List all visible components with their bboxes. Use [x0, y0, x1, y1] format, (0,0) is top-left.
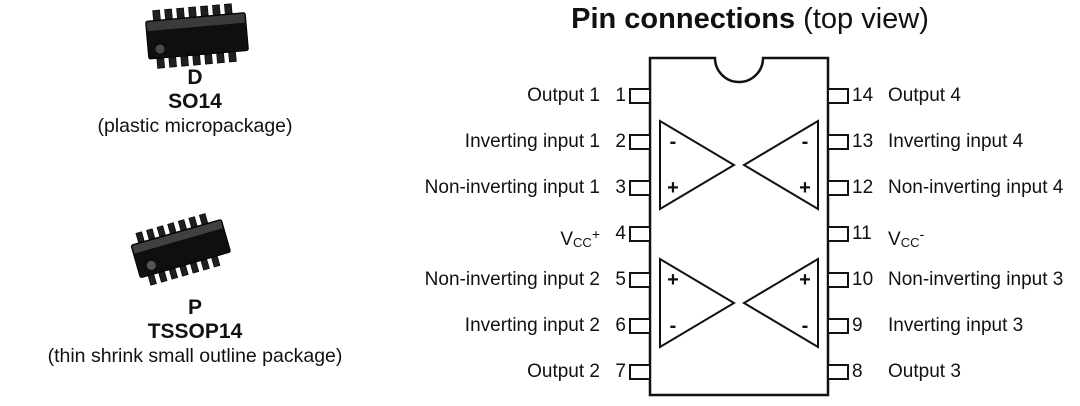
pin-9-label: Inverting input 3	[888, 315, 1024, 336]
pin-lead-14	[827, 88, 849, 104]
pin-5-label: Non-inverting input 2	[424, 269, 600, 290]
pin-lead-13	[827, 134, 849, 150]
op-amp-2-top-sign: +	[667, 269, 679, 291]
pin-lead-2	[629, 134, 651, 150]
pin-lead-4	[629, 226, 651, 242]
so14-package-image	[145, 3, 249, 69]
pin-6-label: Inverting input 2	[464, 315, 600, 336]
op-amp-2-symbol	[659, 257, 736, 349]
so14-description: (plastic micropackage)	[97, 115, 293, 137]
tssop14-description: (thin shrink small outline package)	[47, 345, 343, 367]
pin-12-number: 12	[852, 177, 874, 198]
op-amp-1-bottom-sign: +	[667, 177, 679, 199]
pin-8-label: Output 3	[888, 361, 961, 382]
pin-4-label: VCC+	[560, 226, 600, 250]
pin-lead-10	[827, 272, 849, 288]
so14-name: SO14	[168, 90, 222, 113]
tssop14-bottom-leads	[147, 254, 221, 286]
pin-11-label: VCC-	[888, 226, 925, 250]
pin-lead-3	[629, 180, 651, 196]
tssop14-name: TSSOP14	[147, 320, 243, 343]
pin-9-number: 9	[852, 315, 863, 336]
op-amp-4-top-sign: -	[802, 131, 809, 153]
pin-5-number: 5	[615, 269, 626, 290]
pin-10-number: 10	[852, 269, 874, 290]
tssop14-code: P	[187, 296, 202, 319]
tssop14-body	[130, 219, 231, 278]
pin-13-label: Inverting input 4	[888, 131, 1024, 152]
pin-lead-1	[629, 88, 651, 104]
op-amp-3-top-sign: +	[799, 269, 811, 291]
pin-8-number: 8	[852, 361, 863, 382]
pin-3-number: 3	[615, 177, 626, 198]
op-amp-3-bottom-sign: -	[802, 315, 809, 337]
op-amp-1-top-sign: -	[670, 131, 677, 153]
pin-row-1: Output 1 1 14 Output 4	[0, 83, 1080, 109]
pin-row-2: Inverting input 1 2 13 Inverting input 4	[0, 129, 1080, 155]
pin-6-number: 6	[615, 315, 626, 336]
pin-3-label: Non-inverting input 1	[424, 177, 600, 198]
pin-2-number: 2	[615, 131, 626, 152]
op-amp-4-symbol	[742, 119, 819, 211]
pin-row-5: Non-inverting input 2 5 10 Non-inverting…	[0, 267, 1080, 293]
pin-1-number: 1	[615, 85, 626, 106]
op-amp-3-symbol	[742, 257, 819, 349]
pin-12-label: Non-inverting input 4	[888, 177, 1064, 198]
pin-lead-7	[629, 364, 651, 380]
pin-row-3: Non-inverting input 1 3 12 Non-inverting…	[0, 175, 1080, 201]
pin-lead-5	[629, 272, 651, 288]
title-main: Pin connections	[571, 3, 796, 35]
pin-lead-9	[827, 318, 849, 334]
pin-row-4: VCC+ 4 11 VCC-	[0, 221, 1080, 250]
so14-code: D	[187, 66, 203, 89]
page-title: Pin connections (top view)	[430, 2, 1070, 36]
pin-7-number: 7	[615, 361, 626, 382]
pin-10-label: Non-inverting input 3	[888, 269, 1064, 290]
pin-14-number: 14	[852, 85, 874, 106]
pin-14-label: Output 4	[888, 85, 961, 106]
so14-pin1-dot	[155, 44, 165, 54]
tssop14-package-image	[130, 213, 231, 286]
pin-2-label: Inverting input 1	[464, 131, 600, 152]
pin-lead-11	[827, 226, 849, 242]
pin-7-label: Output 2	[527, 361, 600, 382]
so14-body-sheen	[146, 13, 246, 32]
pin-lead-6	[629, 318, 651, 334]
pin-lead-12	[827, 180, 849, 196]
pin-row-6: Inverting input 2 6 9 Inverting input 3	[0, 313, 1080, 339]
pin-4-number: 4	[615, 223, 626, 244]
pin-lead-8	[827, 364, 849, 380]
op-amp-2-bottom-sign: -	[670, 315, 677, 337]
op-amp-1-symbol	[659, 119, 736, 211]
tssop14-top-leads	[135, 213, 209, 245]
pin-13-number: 13	[852, 131, 874, 152]
title-suffix: (top view)	[795, 3, 929, 35]
tssop14-pin1-dot	[146, 260, 156, 270]
op-amp-4-bottom-sign: +	[799, 177, 811, 199]
pin-row-7: Output 2 7 8 Output 3	[0, 359, 1080, 385]
pin-11-number: 11	[852, 223, 872, 244]
tssop14-body-sheen	[132, 220, 223, 254]
pin-1-label: Output 1	[527, 85, 600, 106]
